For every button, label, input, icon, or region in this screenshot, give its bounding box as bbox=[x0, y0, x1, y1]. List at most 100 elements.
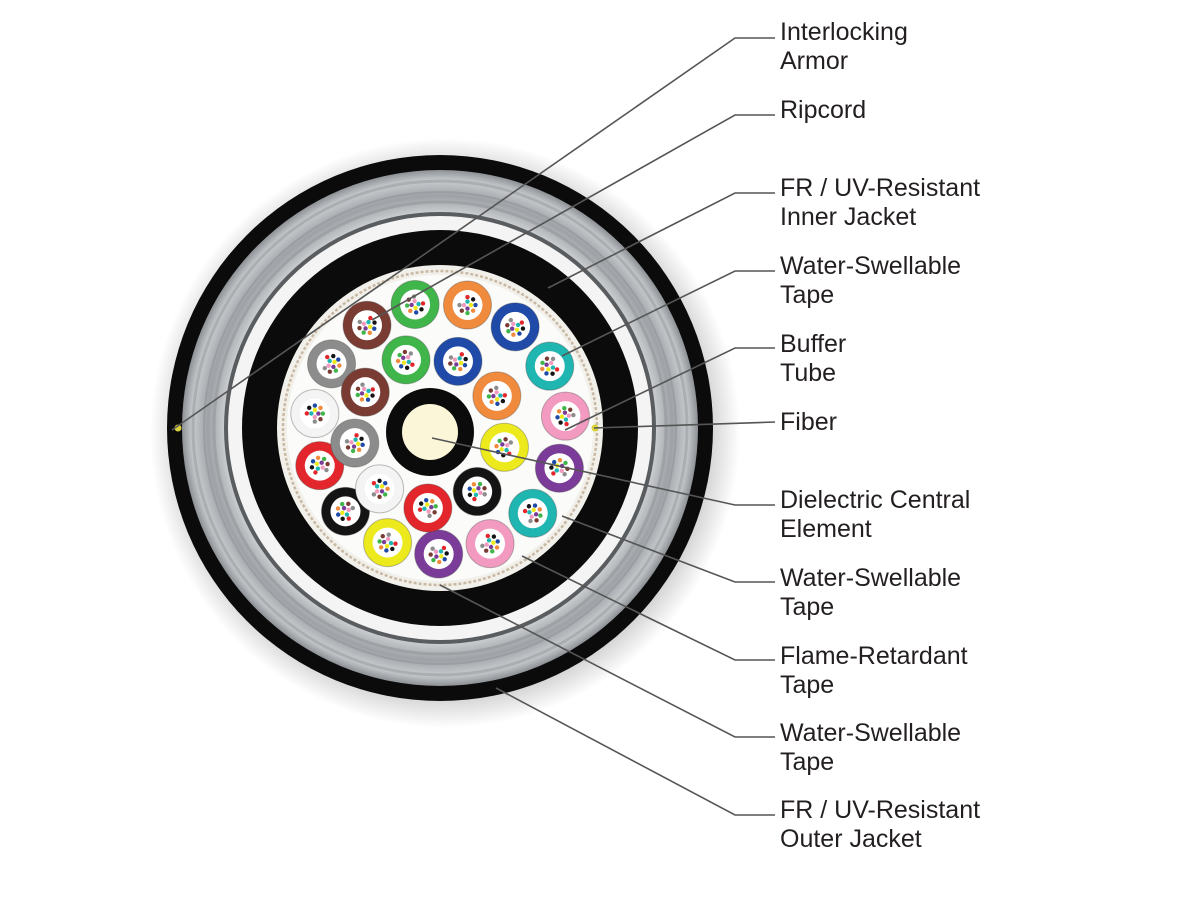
buffer-tube-rose bbox=[465, 519, 515, 569]
fiber bbox=[457, 356, 462, 361]
fiber bbox=[377, 539, 382, 544]
fiber bbox=[322, 365, 327, 371]
fiber bbox=[494, 545, 500, 550]
fiber bbox=[391, 535, 397, 540]
fiber bbox=[559, 468, 564, 474]
buffer-tube-aqua bbox=[508, 488, 558, 538]
fiber bbox=[428, 552, 433, 557]
fiber bbox=[439, 554, 444, 559]
fiber bbox=[408, 308, 413, 314]
fiber bbox=[453, 351, 458, 356]
fiber bbox=[520, 326, 526, 331]
fiber bbox=[355, 392, 360, 398]
fiber bbox=[517, 331, 522, 336]
fiber bbox=[528, 518, 533, 524]
fiber bbox=[359, 436, 364, 441]
fiber bbox=[371, 492, 377, 497]
fiber bbox=[470, 297, 476, 302]
fiber bbox=[497, 438, 502, 444]
fiber bbox=[310, 459, 316, 464]
fiber bbox=[458, 360, 464, 366]
fiber bbox=[433, 549, 439, 554]
fiber bbox=[514, 316, 520, 322]
fiber bbox=[357, 319, 362, 325]
fiber bbox=[431, 557, 436, 563]
leader-line-flame-retardant-tape bbox=[521, 555, 775, 661]
fiber bbox=[406, 359, 412, 365]
buffer-tube-orange bbox=[442, 280, 492, 330]
fiber bbox=[473, 302, 478, 308]
fiber bbox=[454, 362, 459, 367]
fiber bbox=[432, 510, 437, 515]
fiber bbox=[340, 516, 345, 522]
buffer-tube-black bbox=[320, 486, 370, 536]
fiber bbox=[321, 359, 326, 365]
fiber bbox=[372, 320, 377, 325]
fiber bbox=[554, 468, 559, 473]
fiber bbox=[526, 504, 532, 509]
fiber bbox=[344, 512, 350, 517]
fiber bbox=[478, 490, 483, 495]
fiber bbox=[538, 513, 543, 518]
fiber bbox=[420, 301, 426, 306]
leader-line-inner-jacket bbox=[547, 192, 775, 289]
fiber bbox=[377, 478, 382, 484]
label-line: Fiber bbox=[780, 408, 837, 436]
fiber bbox=[366, 382, 371, 388]
fiber bbox=[335, 512, 341, 517]
fiber bbox=[374, 489, 380, 494]
fiber bbox=[319, 471, 324, 476]
fiber bbox=[320, 465, 325, 470]
fiber bbox=[402, 349, 408, 355]
fiber bbox=[459, 352, 465, 357]
label-line: Flame-Retardant bbox=[780, 642, 968, 670]
fiber bbox=[427, 513, 432, 518]
fiber bbox=[378, 545, 384, 550]
label-line: Element bbox=[780, 515, 872, 543]
fiber bbox=[555, 415, 560, 420]
label-line: Tape bbox=[780, 671, 835, 699]
fiber bbox=[395, 358, 401, 364]
fiber bbox=[382, 492, 388, 497]
fiber bbox=[312, 419, 317, 424]
leader-line-ripcord bbox=[371, 114, 775, 321]
fiber bbox=[549, 465, 554, 470]
fiber bbox=[363, 326, 368, 331]
fiber bbox=[351, 444, 357, 449]
fiber bbox=[372, 326, 377, 331]
fiber bbox=[416, 301, 421, 307]
fiber bbox=[549, 360, 554, 366]
fiber bbox=[499, 387, 505, 393]
fiber bbox=[441, 545, 447, 551]
fiber bbox=[356, 441, 361, 447]
buffer-tube-blue bbox=[433, 336, 483, 386]
fiber bbox=[478, 496, 483, 502]
fiber bbox=[364, 393, 369, 398]
fiber bbox=[495, 539, 500, 544]
buffer-tube-rose bbox=[540, 391, 590, 441]
buffer-tube-white bbox=[355, 464, 405, 514]
fiber bbox=[540, 360, 545, 366]
fiber bbox=[423, 497, 429, 503]
fiber bbox=[314, 461, 320, 466]
fiber bbox=[494, 385, 499, 391]
fiber bbox=[562, 410, 568, 415]
fiber bbox=[471, 488, 477, 493]
leader-line-interlocking-armor bbox=[171, 37, 775, 431]
fiber bbox=[336, 357, 341, 362]
fiber bbox=[398, 364, 404, 369]
fiber bbox=[494, 443, 499, 449]
fiber bbox=[360, 442, 365, 448]
label-line: Buffer bbox=[780, 330, 847, 358]
fiber bbox=[467, 492, 473, 498]
fiber bbox=[379, 484, 385, 489]
leader-line-water-swellable-tape-3 bbox=[439, 584, 775, 738]
leader-line-outer-jacket bbox=[495, 687, 775, 816]
fiber bbox=[511, 321, 516, 327]
fiber bbox=[448, 355, 454, 360]
fiber bbox=[309, 411, 314, 416]
fiber bbox=[315, 466, 321, 471]
fiber bbox=[566, 413, 572, 418]
